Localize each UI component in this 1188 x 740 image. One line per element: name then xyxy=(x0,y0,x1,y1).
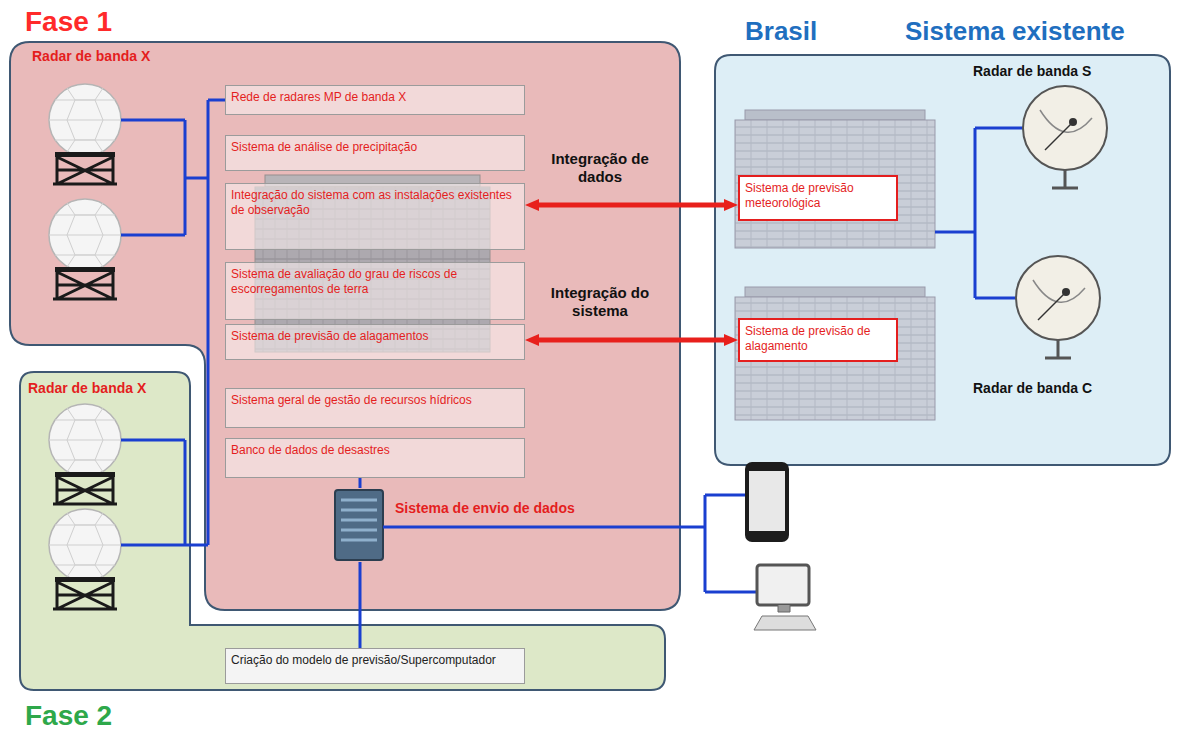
process-box: Sistema de análise de precipitação xyxy=(225,135,525,171)
radar-label: Radar de banda X xyxy=(28,380,146,398)
box-label: Rede de radares MP de banda X xyxy=(231,90,519,105)
phase-heading: Fase 1 xyxy=(25,4,112,39)
box-label: Sistema de previsão de alagamentos xyxy=(231,329,519,344)
box-label: Criação do modelo de previsão/Supercompu… xyxy=(231,653,519,668)
region-outline xyxy=(20,372,665,690)
send-server: Sistema de envio de dados xyxy=(330,488,630,562)
radar-label: Radar de banda C xyxy=(973,380,1092,398)
phase-region: Fase 1Radar de banda XRede de radares MP… xyxy=(10,42,680,610)
system-region: BrasilSistema existenteRadar de banda SR… xyxy=(715,55,1170,465)
region-outline xyxy=(10,42,680,610)
process-box: Sistema de avaliação do grau de riscos d… xyxy=(225,262,525,320)
smartphone-icon xyxy=(745,462,789,542)
process-box: Sistema de previsão de alagamentos xyxy=(225,324,525,360)
connector-label: Integração do sistema xyxy=(535,284,665,320)
process-box: Rede de radares MP de banda X xyxy=(225,85,525,115)
region-outline xyxy=(715,55,1170,465)
phase-heading: Fase 2 xyxy=(25,698,112,733)
radar-dome xyxy=(49,84,121,184)
process-box: Sistema de previsão de alagamento xyxy=(738,318,898,362)
process-box: Criação do modelo de previsão/Supercompu… xyxy=(225,648,525,684)
connector-label: Integração de dados xyxy=(535,150,665,186)
integration-arrow xyxy=(533,338,730,343)
radar-dome xyxy=(49,509,121,609)
box-label: Sistema de previsão meteorológica xyxy=(745,181,891,211)
box-label: Banco de dados de desastres xyxy=(231,443,519,458)
process-box: Banco de dados de desastres xyxy=(225,438,525,478)
box-label: Integração do sistema com as instalações… xyxy=(231,188,519,218)
process-box: Integração do sistema com as instalações… xyxy=(225,183,525,250)
radar-dome xyxy=(49,199,121,299)
country-heading: Brasil xyxy=(745,15,817,48)
radar-dome xyxy=(49,404,121,504)
process-box: Sistema de previsão meteorológica xyxy=(738,175,898,221)
radar-label: Radar de banda X xyxy=(32,48,150,66)
data-server-icon xyxy=(335,490,383,560)
region-outline xyxy=(20,372,665,690)
phase-region: Radar de banda XFase 2Criação do modelo … xyxy=(20,372,665,690)
box-label: Sistema geral de gestão de recursos hídr… xyxy=(231,393,519,408)
box-label: Sistema de previsão de alagamento xyxy=(745,324,891,354)
data-wire xyxy=(359,562,362,648)
server-label: Sistema de envio de dados xyxy=(395,500,575,518)
box-label: Sistema de avaliação do grau de riscos d… xyxy=(231,267,519,297)
computer-icon xyxy=(754,565,816,630)
region-outline xyxy=(715,55,1170,465)
data-wire xyxy=(359,478,362,488)
system-heading: Sistema existente xyxy=(905,15,1125,48)
process-box: Sistema geral de gestão de recursos hídr… xyxy=(225,388,525,428)
box-label: Sistema de análise de precipitação xyxy=(231,140,519,155)
integration-arrow xyxy=(533,203,730,208)
radar-label: Radar de banda S xyxy=(973,63,1091,81)
